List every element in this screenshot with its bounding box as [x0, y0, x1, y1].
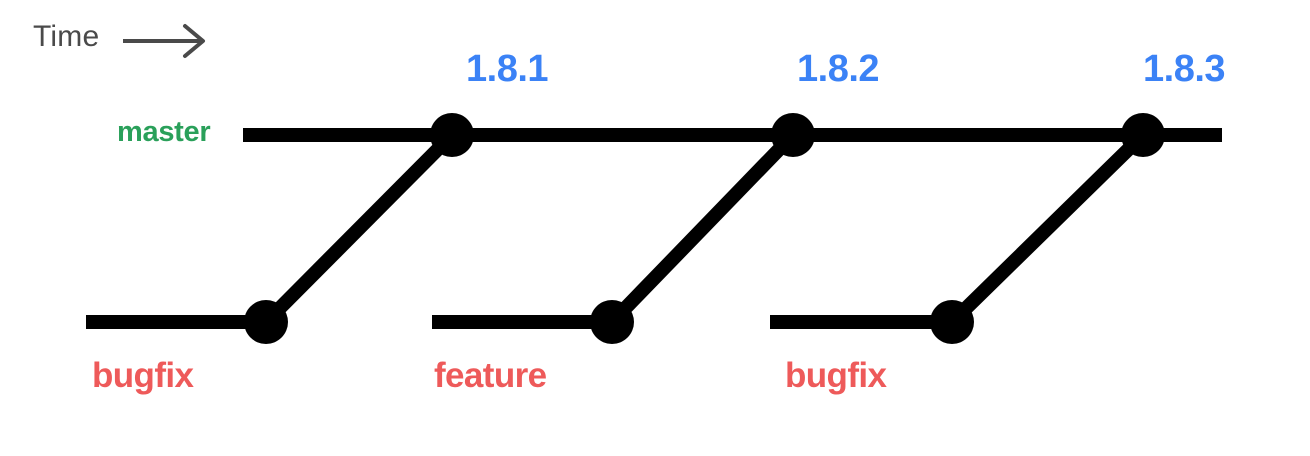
time-axis-label: Time: [33, 20, 100, 53]
merge-line-1: [261, 130, 457, 327]
commit-node-branch-1[interactable]: [244, 300, 288, 344]
merge-line-2: [606, 130, 799, 327]
merge-line-3: [947, 129, 1148, 328]
side-branch-label-3: bugfix: [785, 356, 887, 395]
commit-node-branch-3[interactable]: [930, 300, 974, 344]
side-branch-label-2: feature: [434, 356, 547, 395]
commit-node-branch-2[interactable]: [590, 300, 634, 344]
side-branch-label-1: bugfix: [92, 356, 194, 395]
master-branch-label: master: [117, 116, 211, 148]
tag-label-3: 1.8.3: [1143, 48, 1226, 90]
time-axis-arrow-group: [123, 24, 205, 58]
tag-label-1: 1.8.1: [466, 48, 549, 90]
commit-node-master-2[interactable]: [771, 113, 815, 157]
commit-node-master-3[interactable]: [1121, 113, 1165, 157]
arrow-right-icon-head: [183, 24, 205, 58]
tag-label-2: 1.8.2: [797, 48, 880, 90]
commit-node-master-1[interactable]: [430, 113, 474, 157]
